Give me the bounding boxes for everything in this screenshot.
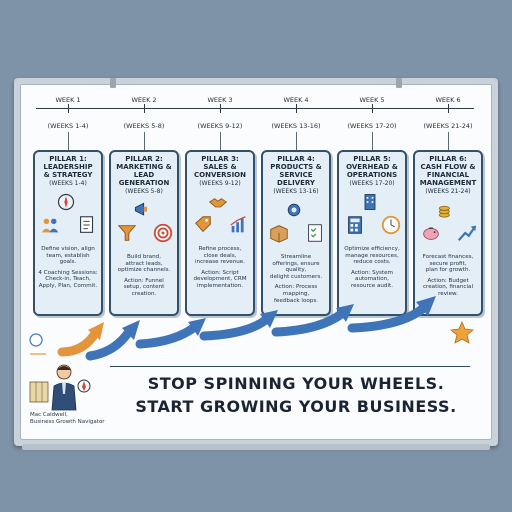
pillar-icons [38, 190, 98, 244]
timeline-tick [296, 104, 297, 113]
pillar-title: PILLAR 3: SALES & CONVERSION [194, 155, 246, 179]
slogan-line-2: START GROWING YOUR BUSINESS. [135, 397, 457, 416]
pillar-card-5: PILLAR 5: OVERHEAD & OPERATIONS(WEEKS 17… [337, 150, 407, 316]
author-name: Mac Caldwell, [30, 412, 68, 418]
pillar-icons [418, 198, 478, 252]
week-label: WEEK 3 [207, 96, 233, 104]
pillar-icons [114, 198, 174, 252]
target-icon [153, 223, 173, 243]
coins-icon [438, 205, 450, 218]
blue-arrow-4 [271, 304, 354, 337]
pillar-weeks: (WEEKS 21-24) [425, 188, 471, 195]
week-range-label: (WEEKS 17-20) [347, 122, 397, 130]
pillar-connector [296, 132, 297, 150]
hint-marks-icon [29, 333, 46, 355]
author-avatar [29, 364, 91, 411]
week-range-label: (WEEKS 21-24) [423, 122, 473, 130]
pillar-action: Action: Funnel setup, content creation. [123, 277, 165, 297]
compass-icon [57, 193, 75, 211]
pillar-card-1: PILLAR 1: LEADERSHIP & STRATEGY(WEEKS 1-… [33, 150, 103, 316]
star-icon [450, 320, 474, 344]
pillar-description: Optimize efficiency, manage resources, r… [344, 246, 400, 266]
pillar-description: Define vision, align team, establish goa… [41, 246, 95, 266]
pillar-weeks: (WEEKS 13-16) [273, 188, 319, 195]
slogan-divider [110, 366, 470, 367]
team-icon [41, 218, 59, 233]
pillar-description: Refine process, close deals, increase re… [194, 246, 246, 266]
pillar-card-4: PILLAR 4: PRODUCTS & SERVICE DELIVERY(WE… [261, 150, 331, 316]
pillar-weeks: (WEEKS 17-20) [349, 180, 395, 187]
map-icon [29, 381, 49, 403]
pillar-connector [220, 132, 221, 150]
pillar-connector [448, 132, 449, 150]
orange-arrow-1 [57, 322, 104, 357]
pillar-action: Action: System automation, resource audi… [350, 269, 394, 289]
pillar-card-3: PILLAR 3: SALES & CONVERSION(WEEKS 9-12)… [185, 150, 255, 316]
price-tag-icon [195, 216, 211, 233]
timeline-tick [448, 104, 449, 113]
pillar-card-2: PILLAR 2: MARKETING & LEAD GENERATION(WE… [109, 150, 179, 316]
week-label: WEEK 1 [55, 96, 81, 104]
blue-arrow-2 [135, 318, 206, 349]
week-label: WEEK 2 [131, 96, 157, 104]
pillar-card-6: PILLAR 6: CASH FLOW & FINANCIAL MANAGEME… [413, 150, 483, 316]
marker-tray [22, 444, 490, 450]
week-range-label: (WEEKS 5-8) [123, 122, 165, 130]
pillar-weeks: (WEEKS 1-4) [49, 180, 87, 187]
pillar-description: Streamline offerings, ensure quality, de… [269, 254, 323, 280]
blue-arrow-1 [85, 320, 140, 361]
week-label: WEEK 6 [435, 96, 461, 104]
week-range-label: (WEEKS 9-12) [197, 122, 243, 130]
pillar-connector [372, 132, 373, 150]
pillar-title: PILLAR 6: CASH FLOW & FINANCIAL MANAGEME… [419, 155, 477, 187]
week-label: WEEK 5 [359, 96, 385, 104]
megaphone-icon [134, 202, 147, 216]
pillar-action: 4 Coaching Sessions: Check-in, Teach, Ap… [38, 269, 98, 289]
gear-icon [287, 203, 301, 217]
timeline-line [36, 108, 474, 109]
pillar-title: PILLAR 5: OVERHEAD & OPERATIONS [346, 155, 398, 179]
pillar-description: Build brand, attract leads, optimize cha… [117, 254, 171, 274]
board-clip [396, 78, 402, 88]
pillar-icons [190, 190, 250, 244]
growth-arrow-icon [457, 225, 477, 242]
box-icon [270, 225, 288, 243]
pillar-connector [68, 132, 69, 150]
pillar-icons [342, 190, 402, 244]
pillar-action: Action: Process mapping, feedback loops. [273, 284, 319, 304]
blue-arrow-5 [347, 296, 436, 333]
pillar-weeks: (WEEKS 9-12) [199, 180, 241, 187]
week-label: WEEK 4 [283, 96, 309, 104]
funnel-icon [117, 225, 137, 241]
pillar-connector [144, 132, 145, 150]
pillar-description: Forecast finances, secure profit, plan f… [422, 254, 474, 274]
pillar-title: PILLAR 1: LEADERSHIP & STRATEGY [43, 155, 93, 179]
author-title: Business Growth Navigator [30, 419, 105, 425]
slogan-line-1: STOP SPINNING YOUR WHEELS. [147, 374, 445, 393]
pillar-title: PILLAR 2: MARKETING & LEAD GENERATION [116, 155, 172, 187]
calculator-icon [348, 216, 362, 234]
timeline-tick [220, 104, 221, 113]
board-clip [110, 78, 116, 88]
pillar-icons [266, 198, 326, 252]
document-icon [80, 216, 94, 233]
pillar-title: PILLAR 4: PRODUCTS & SERVICE DELIVERY [270, 155, 322, 187]
blue-arrow-3 [199, 310, 278, 341]
clock-icon [381, 215, 401, 235]
checklist-icon [308, 224, 322, 242]
pillar-action: Action: Budget creation, financial revie… [422, 277, 474, 297]
building-icon [364, 194, 376, 210]
pillar-weeks: (WEEKS 5-8) [125, 188, 163, 195]
bar-chart-icon [230, 216, 246, 233]
timeline-tick [144, 104, 145, 113]
handshake-icon [208, 198, 228, 208]
timeline-tick [68, 104, 69, 113]
timeline-tick [372, 104, 373, 113]
piggy-bank-icon [423, 227, 439, 240]
week-range-label: (WEEKS 13-16) [271, 122, 321, 130]
pillar-action: Action: Script development, CRM implemen… [193, 269, 247, 289]
week-range-label: (WEEKS 1-4) [47, 122, 89, 130]
